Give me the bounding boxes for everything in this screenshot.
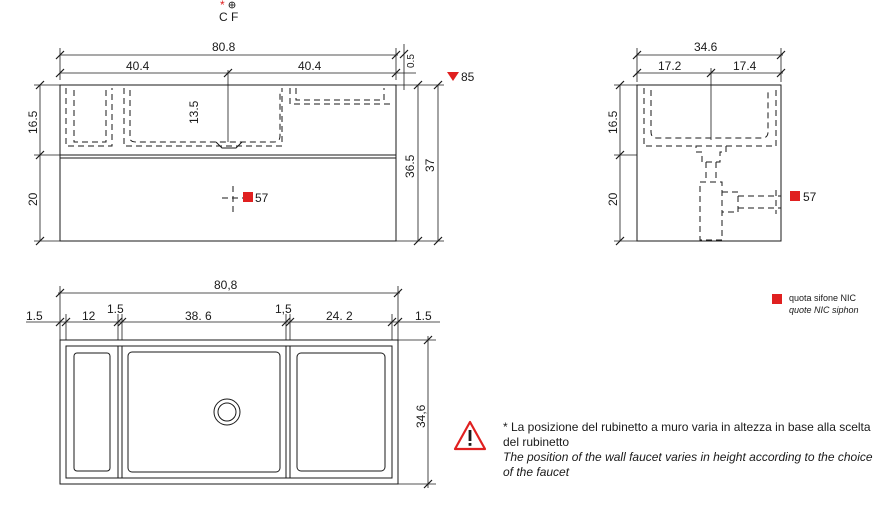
main-basin	[127, 351, 281, 473]
asterisk-mark: *	[220, 0, 225, 12]
side-siphon-label: 57	[803, 190, 817, 204]
legend-label-en: quote NIC siphon	[789, 305, 859, 315]
front-total-height-label: 37	[423, 158, 437, 172]
drain-icon	[213, 398, 241, 426]
warning-triangle-icon	[453, 420, 487, 451]
top-width-label: 80,8	[214, 278, 238, 292]
front-drain-depth-label: 13.5	[187, 100, 201, 124]
front-siphon-label: 57	[255, 191, 269, 205]
top-body-outline	[59, 339, 399, 485]
front-view: 57 80.8 40.4 40.4 0.5 16.5 20 13.5	[26, 40, 475, 246]
top-view: 80,8 1.5 12 1.5 38. 6 1,5 24. 2 1.5 34,6	[26, 278, 440, 489]
side-depth-label: 34.6	[694, 40, 718, 54]
top-basin-width-label: 38. 6	[185, 309, 212, 323]
top-divider-right-label: 1,5	[275, 302, 292, 316]
note-text-it: * La posizione del rubinetto a muro vari…	[503, 420, 871, 449]
front-cabinet-height-label: 20	[26, 192, 40, 206]
top-margin-left-label: 1.5	[26, 309, 43, 323]
faucet-note: * La posizione del rubinetto a muro vari…	[503, 420, 873, 480]
legend-swatch	[772, 294, 782, 304]
front-mount-height-label: 85	[461, 70, 475, 84]
side-cabinet-height-label: 20	[606, 192, 620, 206]
side-view: 57 34.6 17.2 17.4 16.5 20	[606, 40, 817, 246]
note-text-en: The position of the wall faucet varies i…	[503, 450, 873, 479]
side-siphon-marker	[790, 191, 800, 201]
front-half-right-label: 40.4	[298, 59, 322, 73]
side-basin-height-label: 16.5	[606, 110, 620, 134]
side-body-outline	[636, 84, 782, 242]
top-divider-left-label: 1.5	[107, 302, 124, 316]
mount-height-marker	[447, 72, 459, 81]
top-compartment-right-label: 24. 2	[326, 309, 353, 323]
top-margin-right-label: 1.5	[415, 309, 432, 323]
front-width-label: 80.8	[212, 40, 236, 54]
front-basin-height-label: 16.5	[26, 110, 40, 134]
front-height-label: 36.5	[403, 154, 417, 178]
header-label: C F	[219, 10, 238, 24]
top-compartment-left-label: 12	[82, 309, 96, 323]
front-half-left-label: 40.4	[126, 59, 150, 73]
side-left-depth-label: 17.2	[658, 59, 682, 73]
faucet-symbol: * C F	[219, 0, 238, 24]
front-top-offset-label: 0.5	[406, 54, 417, 68]
siphon-marker	[243, 192, 253, 202]
right-compartment	[296, 352, 386, 472]
left-compartment	[73, 352, 111, 472]
legend-label-it: quota sifone NIC	[789, 293, 857, 303]
side-right-depth-label: 17.4	[733, 59, 757, 73]
top-depth-label: 34,6	[414, 404, 428, 428]
